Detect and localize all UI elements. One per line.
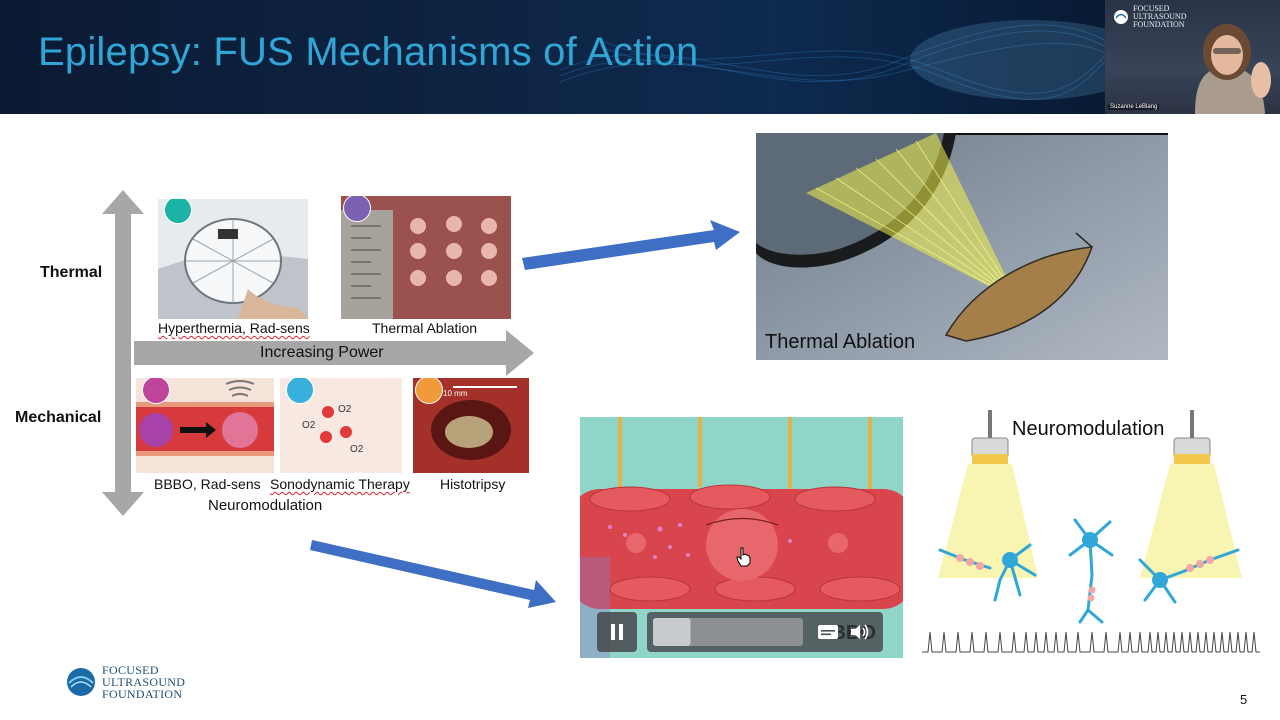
pause-icon (611, 624, 623, 640)
o2-label-3: O2 (350, 444, 364, 455)
o2-label-1: O2 (338, 404, 352, 415)
thermal-label: Thermal (40, 264, 103, 281)
histotripsy-photo: 10 mm (413, 378, 529, 473)
thermal-ablation-photo (341, 196, 511, 319)
volume-icon (851, 624, 869, 640)
caption-neuromodulation: Neuromodulation (208, 497, 323, 514)
sonodynamic-illustration: O2 O2 O2 (280, 378, 402, 473)
histotripsy-badge (415, 378, 443, 404)
captions-button[interactable] (817, 624, 839, 640)
increasing-power-label: Increasing Power (260, 344, 384, 361)
footer-logo-line3: FOUNDATION (102, 687, 183, 701)
bbbo-badge (142, 378, 170, 404)
slide-header (0, 0, 1105, 114)
caption-histotripsy: Histotripsy (440, 476, 506, 492)
hyperthermia-badge (164, 199, 192, 224)
presenter-name: Suzanne LeBlang (1108, 104, 1160, 110)
footer-logo: FOCUSED ULTRASOUND FOUNDATION (66, 664, 185, 700)
video-progress-bar[interactable] (653, 618, 803, 646)
webcam-logo: FOCUSED ULTRASOUND FOUNDATION (1113, 5, 1187, 29)
neuromodulation-label: Neuromodulation (1012, 418, 1165, 440)
webcam-logo-line2: ULTRASOUND (1133, 12, 1187, 21)
neuromodulation-illustration (922, 410, 1260, 653)
pause-button[interactable] (597, 612, 637, 652)
power-axis-arrow (134, 330, 534, 376)
o2-label-2: O2 (302, 420, 316, 431)
presenter-webcam: FOCUSED ULTRASOUND FOUNDATION Suzanne Le… (1105, 0, 1280, 114)
vertical-axis-arrow (102, 190, 144, 516)
video-controls: BBBO (597, 612, 883, 652)
webcam-logo-line3: FOUNDATION (1133, 20, 1185, 29)
captions-icon (818, 625, 838, 639)
thermal-ablation-caption: Thermal Ablation (765, 331, 916, 353)
bbbo-illustration (136, 378, 274, 473)
foundation-globe-icon (67, 668, 95, 696)
video-progress-fill (653, 618, 691, 646)
mechanical-label: Mechanical (15, 409, 102, 426)
hyperthermia-photo (158, 199, 308, 319)
thermal-ablation-panel (756, 133, 1168, 360)
footer-logo-line2: ULTRASOUND (102, 675, 186, 689)
foundation-logo-icon (1114, 10, 1128, 24)
presenter-silhouette (1195, 24, 1271, 114)
video-controls-background (597, 612, 883, 652)
volume-button[interactable] (849, 622, 871, 642)
footer-logo-line1: FOCUSED (102, 663, 159, 677)
header-wave-graphic (560, 20, 1105, 100)
sonodynamic-badge (286, 378, 314, 404)
hand-cursor-icon (736, 547, 751, 567)
arrow-to-thermal-ablation (522, 220, 740, 270)
arrow-to-bbbo-video (310, 540, 556, 608)
caption-sonodynamic: Sonodynamic Therapy (270, 476, 410, 492)
slide-title: Epilepsy: FUS Mechanisms of Action (38, 30, 699, 74)
caption-thermal-ablation: Thermal Ablation (372, 320, 478, 336)
slide-number: 5 (1240, 692, 1248, 707)
thermal-ablation-image (756, 133, 1168, 360)
caption-hyperthermia: Hyperthermia, Rad-sens (158, 320, 310, 336)
webcam-logo-line1: FOCUSED (1133, 4, 1170, 13)
caption-bbbo: BBBO, Rad-sens (154, 476, 261, 492)
histotripsy-scale-label: 10 mm (443, 389, 468, 398)
thermal-ablation-badge (343, 196, 371, 222)
